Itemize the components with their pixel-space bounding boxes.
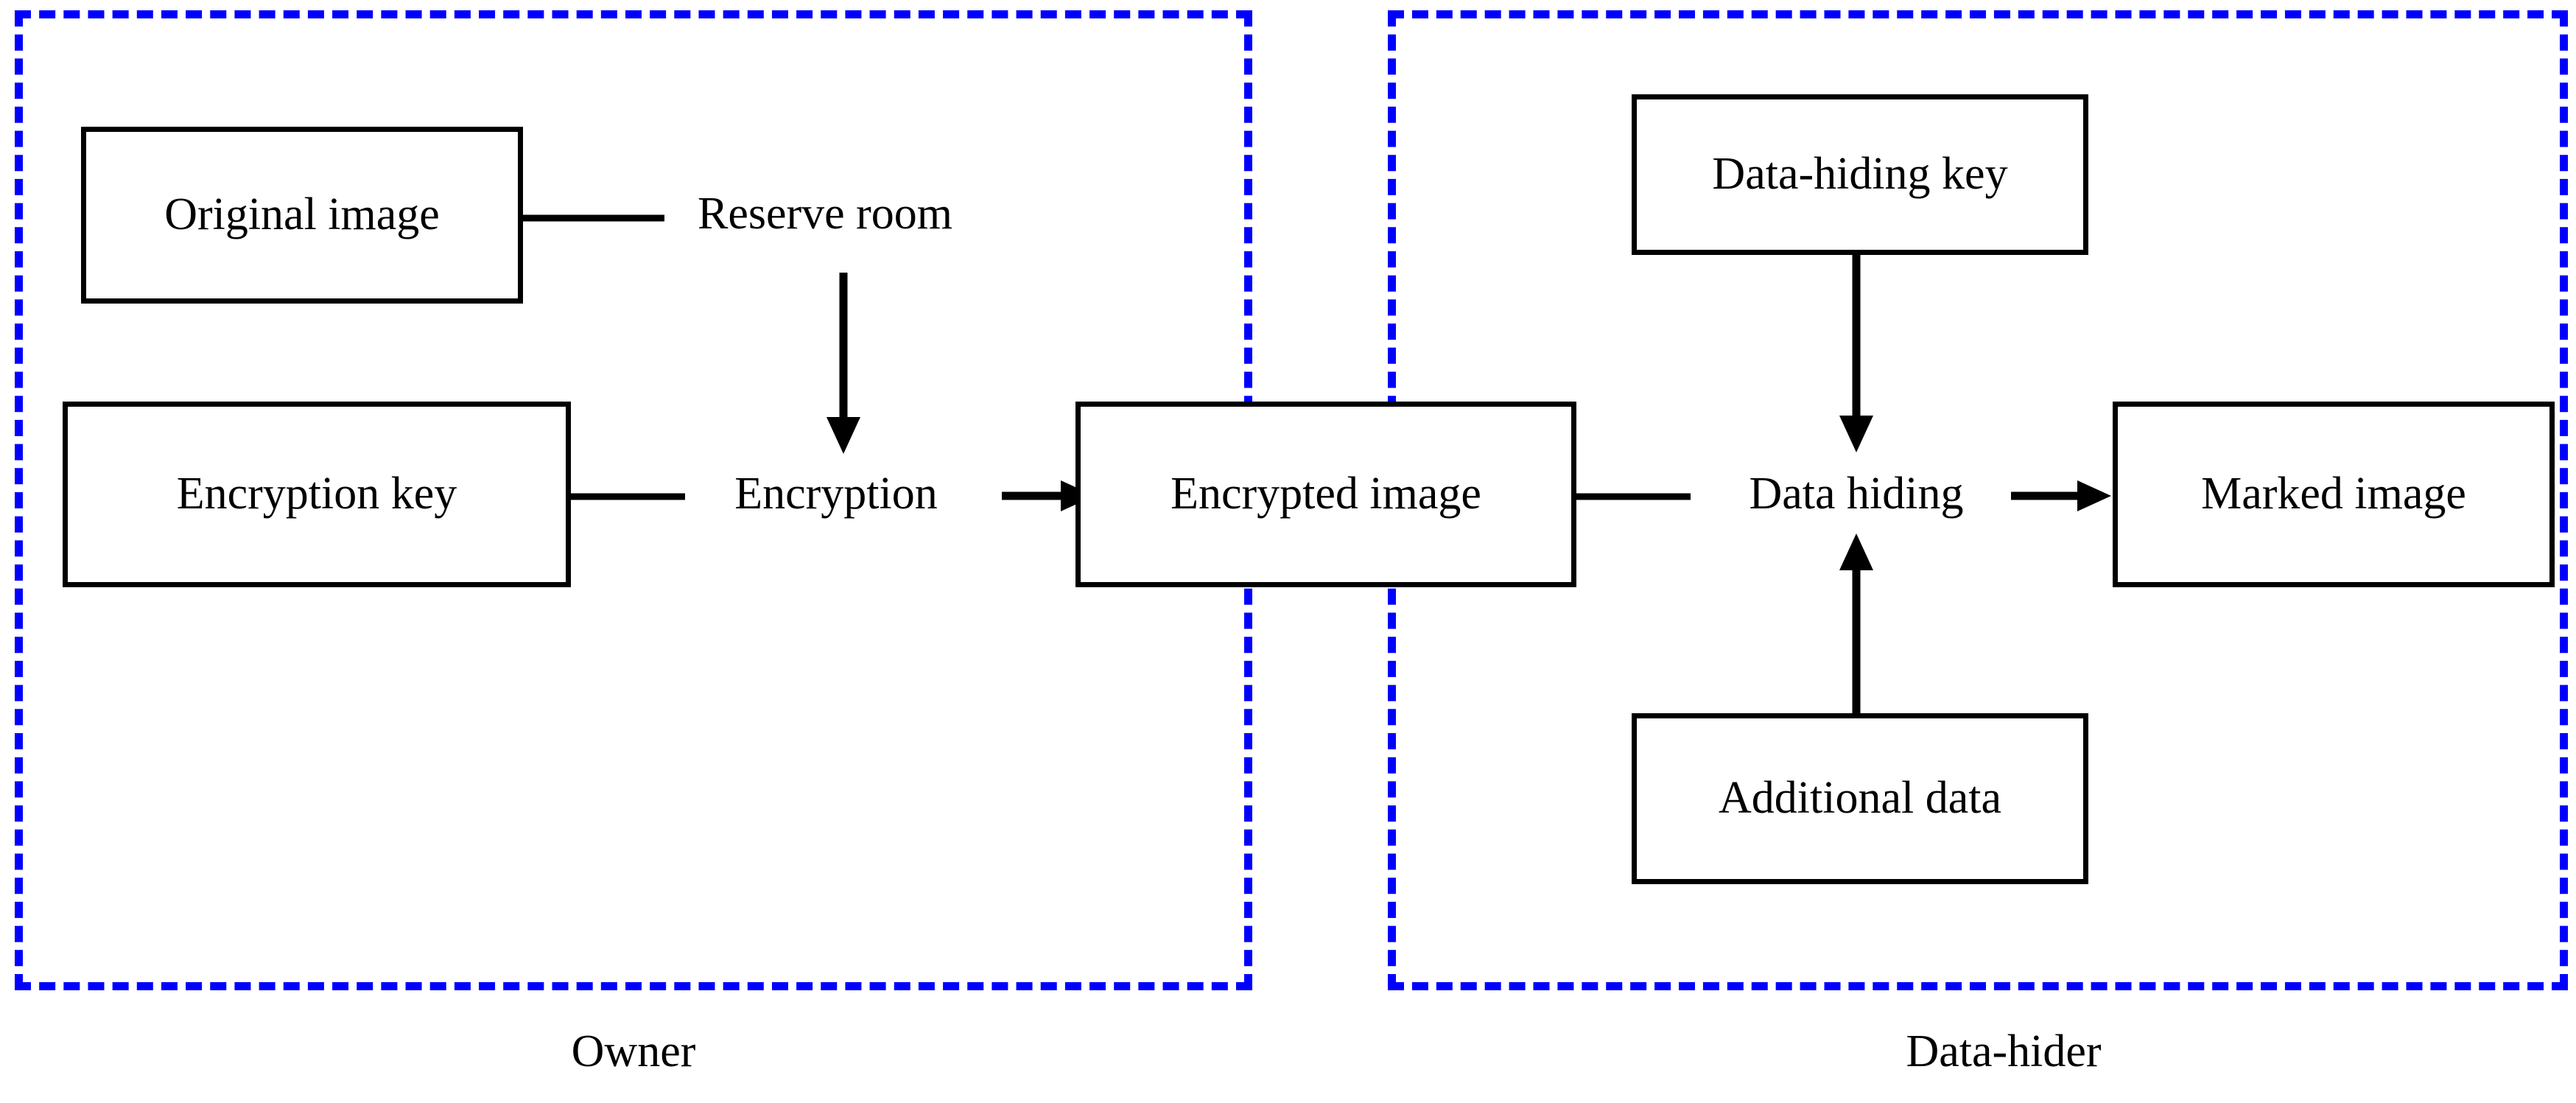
node-encrypted-image[interactable]: Encrypted image xyxy=(1075,402,1576,587)
process-label-encryption-text: Encryption xyxy=(734,469,938,519)
node-data-hiding-key[interactable]: Data-hiding key xyxy=(1632,94,2088,255)
node-original-image[interactable]: Original image xyxy=(81,127,523,304)
zone-caption-owner: Owner xyxy=(457,1026,810,1078)
process-label-reserve-room-text: Reserve room xyxy=(697,189,953,239)
zone-caption-owner-text: Owner xyxy=(571,1026,696,1076)
node-encryption-key-label: Encryption key xyxy=(176,469,457,519)
process-label-data-hiding-text: Data hiding xyxy=(1749,469,1964,519)
edge-encryption-key-to-encryption xyxy=(567,492,685,501)
zone-caption-data-hider-text: Data-hider xyxy=(1906,1026,2102,1076)
node-marked-image[interactable]: Marked image xyxy=(2113,402,2555,587)
edge-data-hiding-to-marked-image xyxy=(2011,472,2114,520)
edge-reserve-room-to-encryption xyxy=(821,273,866,457)
node-original-image-label: Original image xyxy=(164,189,440,240)
edge-additional-data-to-data-hiding xyxy=(1834,532,1878,716)
node-encryption-key[interactable]: Encryption key xyxy=(63,402,571,587)
process-label-encryption: Encryption xyxy=(681,469,991,519)
process-label-data-hiding: Data hiding xyxy=(1694,469,2018,519)
process-label-reserve-room: Reserve room xyxy=(648,189,1002,239)
node-additional-data-label: Additional data xyxy=(1719,773,2001,824)
edge-original-image-to-reserve-room xyxy=(517,214,664,223)
zone-caption-data-hider: Data-hider xyxy=(1797,1026,2210,1078)
edge-data-hiding-key-to-data-hiding xyxy=(1834,255,1878,455)
node-encrypted-image-label: Encrypted image xyxy=(1171,469,1481,519)
edge-encrypted-image-to-data-hiding xyxy=(1573,492,1691,501)
node-additional-data[interactable]: Additional data xyxy=(1632,713,2088,884)
node-marked-image-label: Marked image xyxy=(2201,469,2466,519)
node-data-hiding-key-label: Data-hiding key xyxy=(1712,149,2008,200)
